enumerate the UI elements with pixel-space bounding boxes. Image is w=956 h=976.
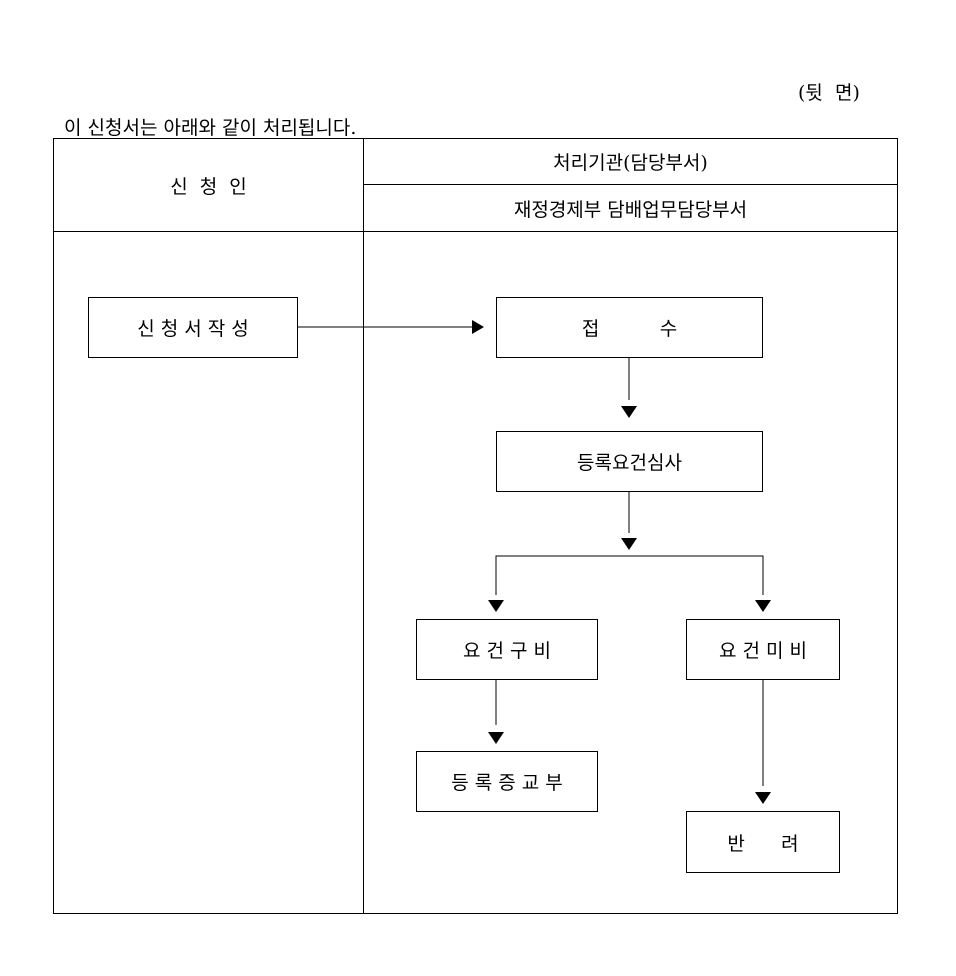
column-divider (363, 138, 364, 914)
write-application-box: 신 청 서 작 성 (88, 297, 298, 358)
arrowhead-down (488, 600, 504, 612)
table-border-left (53, 138, 54, 914)
arrowhead-down (488, 732, 504, 744)
header-divider (363, 184, 898, 185)
arrowhead-down (755, 600, 771, 612)
arrowhead-right (472, 320, 484, 334)
receipt-box: 접 수 (496, 297, 763, 358)
applicant-header: 신 청 인 (170, 175, 247, 198)
issue-certificate-box: 등 록 증 교 부 (416, 751, 598, 812)
table-border-top (53, 138, 898, 139)
return-box: 반 려 (686, 811, 840, 873)
header-bottom-rule (53, 231, 898, 232)
table-border-bottom (53, 913, 898, 914)
requirements-met-box: 요 건 구 비 (416, 619, 598, 680)
table-border-right (897, 138, 898, 914)
arrowhead-down (621, 538, 637, 550)
requirements-unmet-box: 요 건 미 비 (686, 619, 840, 680)
department-name: 재정경제부 담배업무담당부서 (513, 198, 748, 221)
connector-branch (495, 555, 764, 595)
agency-header: 처리기관(담당부서) (553, 152, 708, 174)
intro-text: 이 신청서는 아래와 같이 처리됩니다. (64, 117, 357, 139)
arrowhead-down (621, 406, 637, 418)
arrowhead-down (755, 792, 771, 804)
review-box: 등록요건심사 (496, 431, 763, 492)
page-side-label: (뒷 면) (798, 82, 860, 104)
